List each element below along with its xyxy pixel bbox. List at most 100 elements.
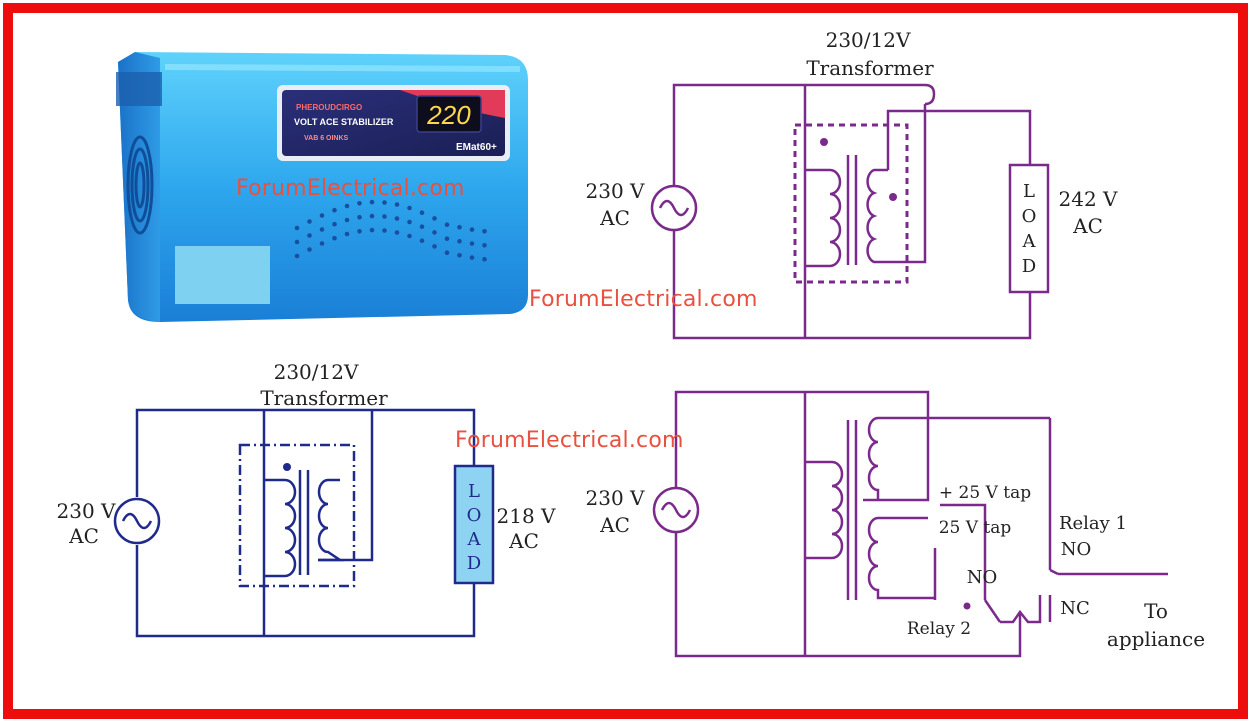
relay-secondary-coil-1 [867,416,928,500]
boost-source-label-line2: AC [599,206,630,230]
vent-dot [307,247,312,252]
fan-vent-icon [126,135,154,235]
relay1-label-line1: Relay 1 [1059,513,1127,534]
vent-dots [294,199,487,262]
brand-text: PHEROUDCIRGO [296,103,362,112]
vent-dot [382,200,387,205]
relay-bottom-wire [674,532,1022,658]
boost-secondary-dot [889,193,897,201]
boost-primary-coil [805,168,842,268]
relay-circuit [652,390,1168,658]
boost-top-wire [672,83,925,185]
outer-border [3,3,1248,719]
buck-secondary-coil [317,478,345,562]
buck-load-letter: L [468,481,480,502]
tap-25-label: 25 V tap [939,518,1012,538]
boost-secondary-wire [886,109,1032,170]
vent-dot [469,255,475,260]
boost-load-letter: A [1022,231,1037,252]
vent-dot [457,253,462,258]
buck-load-letter: A [467,529,482,550]
vent-dot [469,241,475,246]
vent-dot [419,224,425,229]
vent-dot [457,239,462,244]
relay-source-label-line2: AC [599,513,630,537]
vent-dot [382,228,387,233]
vent-dot [369,199,375,205]
boost-secondary-return [888,104,927,264]
relay-primary-coil [805,460,844,560]
watermark-2: ForumElectrical.com [529,287,758,312]
vent-dot [394,230,400,235]
vent-dot [394,216,400,221]
boost-transformer-label-line1: 230/12V [826,28,911,52]
vent-dot [444,250,450,255]
appliance-label-line2: appliance [1107,627,1205,651]
vent-dot [344,203,350,209]
boost-bottom-wire [672,230,1032,340]
buck-load-letter: O [467,505,482,526]
vent-dot [319,241,325,246]
vent-dot [394,202,400,207]
buck-circuit [113,408,476,638]
relay-secondary-coil-2 [867,516,928,600]
buck-load-letter: D [467,553,481,574]
buck-primary-coil [264,478,297,578]
boost-circuit [650,83,1050,340]
vent-dot [432,230,437,235]
vent-dot [319,227,325,232]
relay-sine-icon [660,501,692,519]
relay2-contact-dot [963,602,971,610]
buck-transformer-label-line1: 230/12V [274,360,359,384]
vent-dot [357,215,362,220]
stabilizer-label-line1: VOLT ACE STABILIZER [294,117,394,127]
watermark-1: ForumElectrical.com [236,176,465,201]
buck-sine-icon [121,512,153,530]
relay2-switch-arm [983,599,1002,623]
vent-dot [482,229,487,234]
led-display [416,95,482,133]
boost-wire-crossover [924,83,936,106]
buck-load-label: L O A D [467,481,482,574]
boost-load-letter: L [1023,181,1035,202]
appliance-label-line1: To [1144,599,1168,623]
vent-dot [332,221,337,227]
tap-plus25-wire [940,503,987,600]
vent-dot [444,236,450,241]
boost-primary-dot [820,138,828,146]
buck-transformer-label-line2: Transformer [260,386,388,410]
buck-output-label-line2: AC [508,529,539,553]
vent-dot [344,217,350,223]
vent-dot [319,213,325,218]
vent-dot [407,205,412,211]
vent-dot [407,233,412,239]
vent-dot [419,238,425,243]
relay-ac-source-icon [652,486,700,534]
vent-dot [332,207,337,213]
boost-transformer-label-line2: Transformer [806,56,934,80]
buck-top-wire [135,408,476,497]
led-display-value: 220 [426,100,471,130]
vent-dot [469,227,475,232]
vent-dot [419,210,425,215]
vent-dot [307,233,312,238]
relay1-nc-label: NC [1060,598,1090,619]
sticker-area [175,246,270,304]
vent-dot [332,235,337,241]
buck-core-box [238,443,356,588]
vent-dot [294,225,300,231]
vent-dot [357,229,362,234]
boost-load-letter: O [1022,206,1037,227]
vent-dot [294,253,300,259]
buck-output-label-line1: 218 V [497,504,557,528]
watermark-3: ForumElectrical.com [455,428,684,453]
relay2-label: Relay 2 [907,619,971,639]
stabilizer-top-highlight [165,64,520,72]
boost-load-label: L O A D [1022,181,1037,277]
buck-primary-dot [283,463,291,471]
buck-source-label-line1: 230 V [57,499,117,523]
boost-source-label-line1: 230 V [586,179,646,203]
vent-dot [307,219,312,224]
boost-output-label-line1: 242 V [1059,187,1119,211]
tap-plus25-label: + 25 V tap [939,483,1031,503]
